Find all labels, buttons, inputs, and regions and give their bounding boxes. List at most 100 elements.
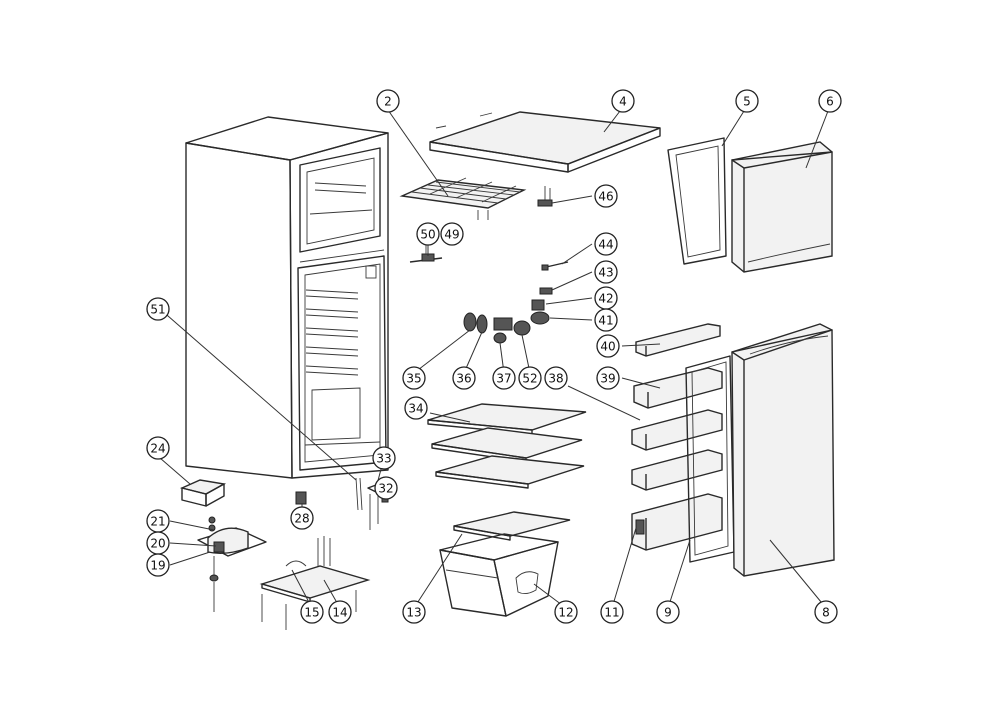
crisper-drawer-part (439, 533, 559, 617)
callout-label: 28 (294, 512, 309, 526)
callout-circle (374, 476, 398, 500)
callout-38: 38 (544, 366, 568, 390)
callout-circle (594, 184, 618, 208)
callout-33: 33 (372, 446, 396, 470)
door-balconies-part (631, 367, 723, 551)
callout-label: 36 (456, 372, 471, 386)
callout-circle (328, 600, 352, 624)
callout-label: 39 (600, 372, 615, 386)
callout-circle (554, 600, 578, 624)
callout-9: 9 (656, 600, 680, 624)
callout-19: 19 (146, 553, 170, 577)
top-hinge-part (537, 186, 553, 207)
callout-51: 51 (146, 297, 170, 321)
callout-circle (402, 366, 426, 390)
callout-circle (814, 600, 838, 624)
callout-37: 37 (492, 366, 516, 390)
callout-28: 28 (290, 506, 314, 530)
callout-circle (404, 396, 428, 420)
callout-circle (544, 366, 568, 390)
callout-label: 44 (598, 238, 613, 252)
callout-15: 15 (300, 600, 324, 624)
callout-label: 33 (376, 452, 391, 466)
callout-label: 49 (444, 228, 459, 242)
callout-circle (402, 600, 426, 624)
callout-12: 12 (554, 600, 578, 624)
callout-13: 13 (402, 600, 426, 624)
callout-label: 51 (150, 303, 165, 317)
freezer-wire-shelf-part (399, 177, 527, 220)
drip-tray-part (179, 479, 227, 507)
callout-36: 36 (452, 366, 476, 390)
callout-label: 20 (150, 537, 165, 551)
crisper-cover-part (453, 511, 571, 541)
freezer-gasket-part (667, 137, 727, 265)
callout-41: 41 (594, 308, 618, 332)
callout-label: 37 (496, 372, 511, 386)
callout-label: 24 (150, 442, 165, 456)
callout-39: 39 (596, 366, 620, 390)
callout-8: 8 (814, 600, 838, 624)
callout-circle (452, 366, 476, 390)
callout-label: 12 (558, 606, 573, 620)
callout-11: 11 (600, 600, 624, 624)
refrigerator-cabinet (185, 116, 389, 511)
callout-circle (518, 366, 542, 390)
callout-label: 5 (743, 95, 751, 109)
callout-24: 24 (146, 436, 170, 460)
callout-label: 35 (406, 372, 421, 386)
callout-circle (376, 89, 400, 113)
thermostat-components (530, 287, 553, 325)
callout-49: 49 (440, 222, 464, 246)
callout-circle (594, 232, 618, 256)
callout-35: 35 (402, 366, 426, 390)
callout-44: 44 (594, 232, 618, 256)
callout-label: 6 (826, 95, 834, 109)
door-shelf-bar-part (635, 323, 721, 357)
callout-circle (440, 222, 464, 246)
callout-label: 34 (408, 402, 423, 416)
top-cover-part (429, 111, 661, 173)
callout-circle (416, 222, 440, 246)
callout-circle (492, 366, 516, 390)
callout-label: 9 (664, 606, 672, 620)
callout-label: 2 (384, 95, 392, 109)
callout-label: 52 (522, 372, 537, 386)
callout-50: 50 (416, 222, 440, 246)
callout-circle (300, 600, 324, 624)
callout-14: 14 (328, 600, 352, 624)
glass-shelves-part (427, 403, 587, 489)
callout-circle (594, 260, 618, 284)
callout-46: 46 (594, 184, 618, 208)
callout-label: 40 (600, 340, 615, 354)
callout-label: 42 (598, 292, 613, 306)
callout-circle (596, 366, 620, 390)
callout-4: 4 (611, 89, 635, 113)
fridge-door-part (731, 323, 835, 577)
callout-label: 14 (332, 606, 347, 620)
callout-circle (290, 506, 314, 530)
callout-label: 11 (604, 606, 619, 620)
callout-circle (818, 89, 842, 113)
control-assembly-parts (463, 312, 531, 344)
callout-label: 21 (150, 515, 165, 529)
callout-label: 41 (598, 314, 613, 328)
callout-52: 52 (518, 366, 542, 390)
relay-part (295, 491, 307, 505)
callout-circle (594, 308, 618, 332)
callout-circle (146, 436, 170, 460)
callout-label: 8 (822, 606, 830, 620)
callout-circle (735, 89, 759, 113)
callout-label: 13 (406, 606, 421, 620)
callout-circle (146, 553, 170, 577)
hinge-pin-part (409, 244, 443, 263)
callout-circle (596, 334, 620, 358)
compressor-assembly-part (197, 516, 267, 612)
callout-label: 38 (548, 372, 563, 386)
callout-label: 43 (598, 266, 613, 280)
callout-label: 32 (378, 482, 393, 496)
callout-5: 5 (735, 89, 759, 113)
